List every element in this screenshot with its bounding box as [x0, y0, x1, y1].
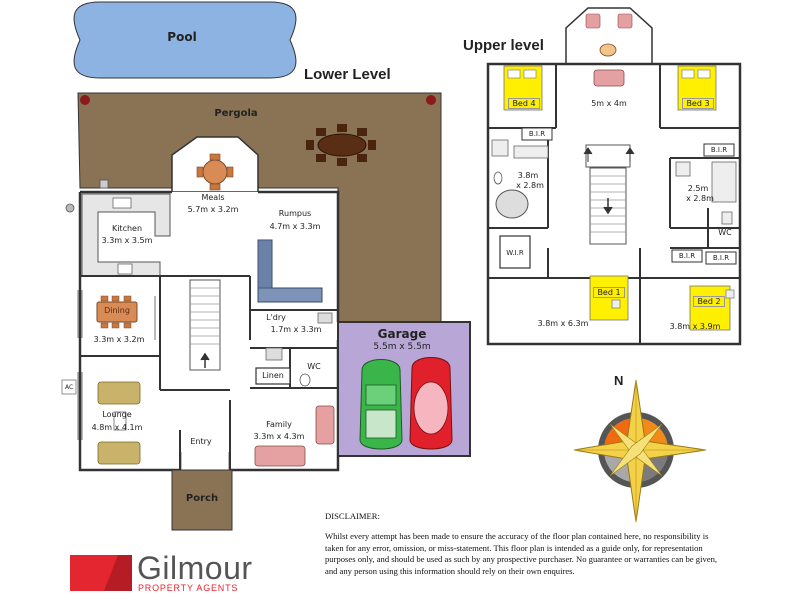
- landing-size: 5m x 4m: [591, 99, 627, 108]
- bath-size-a: 2.5m: [687, 184, 709, 193]
- bir-bed4-label: B.I.R: [528, 130, 546, 138]
- laundry-size: 1.7m x 3.3m: [270, 325, 322, 334]
- ensuite-size-a: 3.8m: [517, 171, 539, 180]
- garage-size: 5.5m x 5.5m: [373, 342, 431, 352]
- upper-level-title: Upper level: [463, 37, 544, 54]
- brand-name: Gilmour: [137, 550, 253, 586]
- bir-bed3-label: B.I.R: [710, 146, 728, 154]
- green-car-icon: [359, 359, 403, 450]
- gilmour-logo: [70, 555, 132, 591]
- entry-label: Entry: [190, 437, 212, 446]
- brand-tagline: PROPERTY AGENTS: [138, 583, 239, 593]
- meals-label: Meals: [201, 193, 225, 202]
- porch-label: Porch: [185, 493, 219, 504]
- garage-label: Garage: [377, 327, 427, 341]
- rumpus-size: 4.7m x 3.3m: [269, 222, 321, 231]
- laundry-label: L'dry: [266, 313, 286, 322]
- lounge-size: 4.8m x 4.1m: [91, 423, 143, 432]
- lower-wc-label: WC: [307, 362, 321, 371]
- family-label: Family: [266, 420, 292, 429]
- bir-bed1-label: B.I.R: [678, 252, 696, 260]
- pool-label: Pool: [167, 30, 197, 44]
- pergola-label: Pergola: [214, 108, 258, 119]
- meals-size: 5.7m x 3.2m: [187, 205, 239, 214]
- disclaimer-block: DISCLAIMER: Whilst every attempt has bee…: [325, 511, 725, 577]
- compass-north-label: N: [614, 373, 624, 388]
- bed2-label: Bed 2: [693, 296, 725, 307]
- bed4-label: Bed 4: [508, 98, 540, 109]
- bed3-label: Bed 3: [682, 98, 714, 109]
- bed1-label: Bed 1: [593, 287, 625, 298]
- disclaimer-heading: DISCLAIMER:: [325, 511, 380, 521]
- pool-shape: [73, 1, 297, 79]
- kitchen-size: 3.3m x 3.5m: [101, 236, 153, 245]
- disclaimer-body: Whilst every attempt has been made to en…: [325, 531, 718, 576]
- dining-label: Dining: [104, 306, 130, 315]
- lounge-label: Lounge: [102, 410, 132, 419]
- kitchen-label: Kitchen: [111, 224, 143, 233]
- bed1-size: 3.8m x 6.3m: [537, 319, 589, 328]
- bir-bed2-label: B.I.R: [712, 254, 730, 262]
- dining-size: 3.3m x 3.2m: [93, 335, 145, 344]
- red-car-icon: [409, 357, 453, 450]
- rumpus-label: Rumpus: [278, 209, 312, 218]
- bath-size-b: x 2.8m: [686, 194, 714, 203]
- ac-label: AC: [65, 384, 74, 391]
- compass-rose: [573, 379, 707, 523]
- linen-label: Linen: [262, 371, 284, 380]
- wir-label: W.I.R: [506, 249, 524, 257]
- ensuite-size-b: x 2.8m: [516, 181, 544, 190]
- upper-wc-label: WC: [718, 228, 732, 237]
- bed2-size: 3.8m x 3.9m: [669, 322, 721, 331]
- family-size: 3.3m x 4.3m: [253, 432, 305, 441]
- lower-level-title: Lower Level: [304, 66, 391, 83]
